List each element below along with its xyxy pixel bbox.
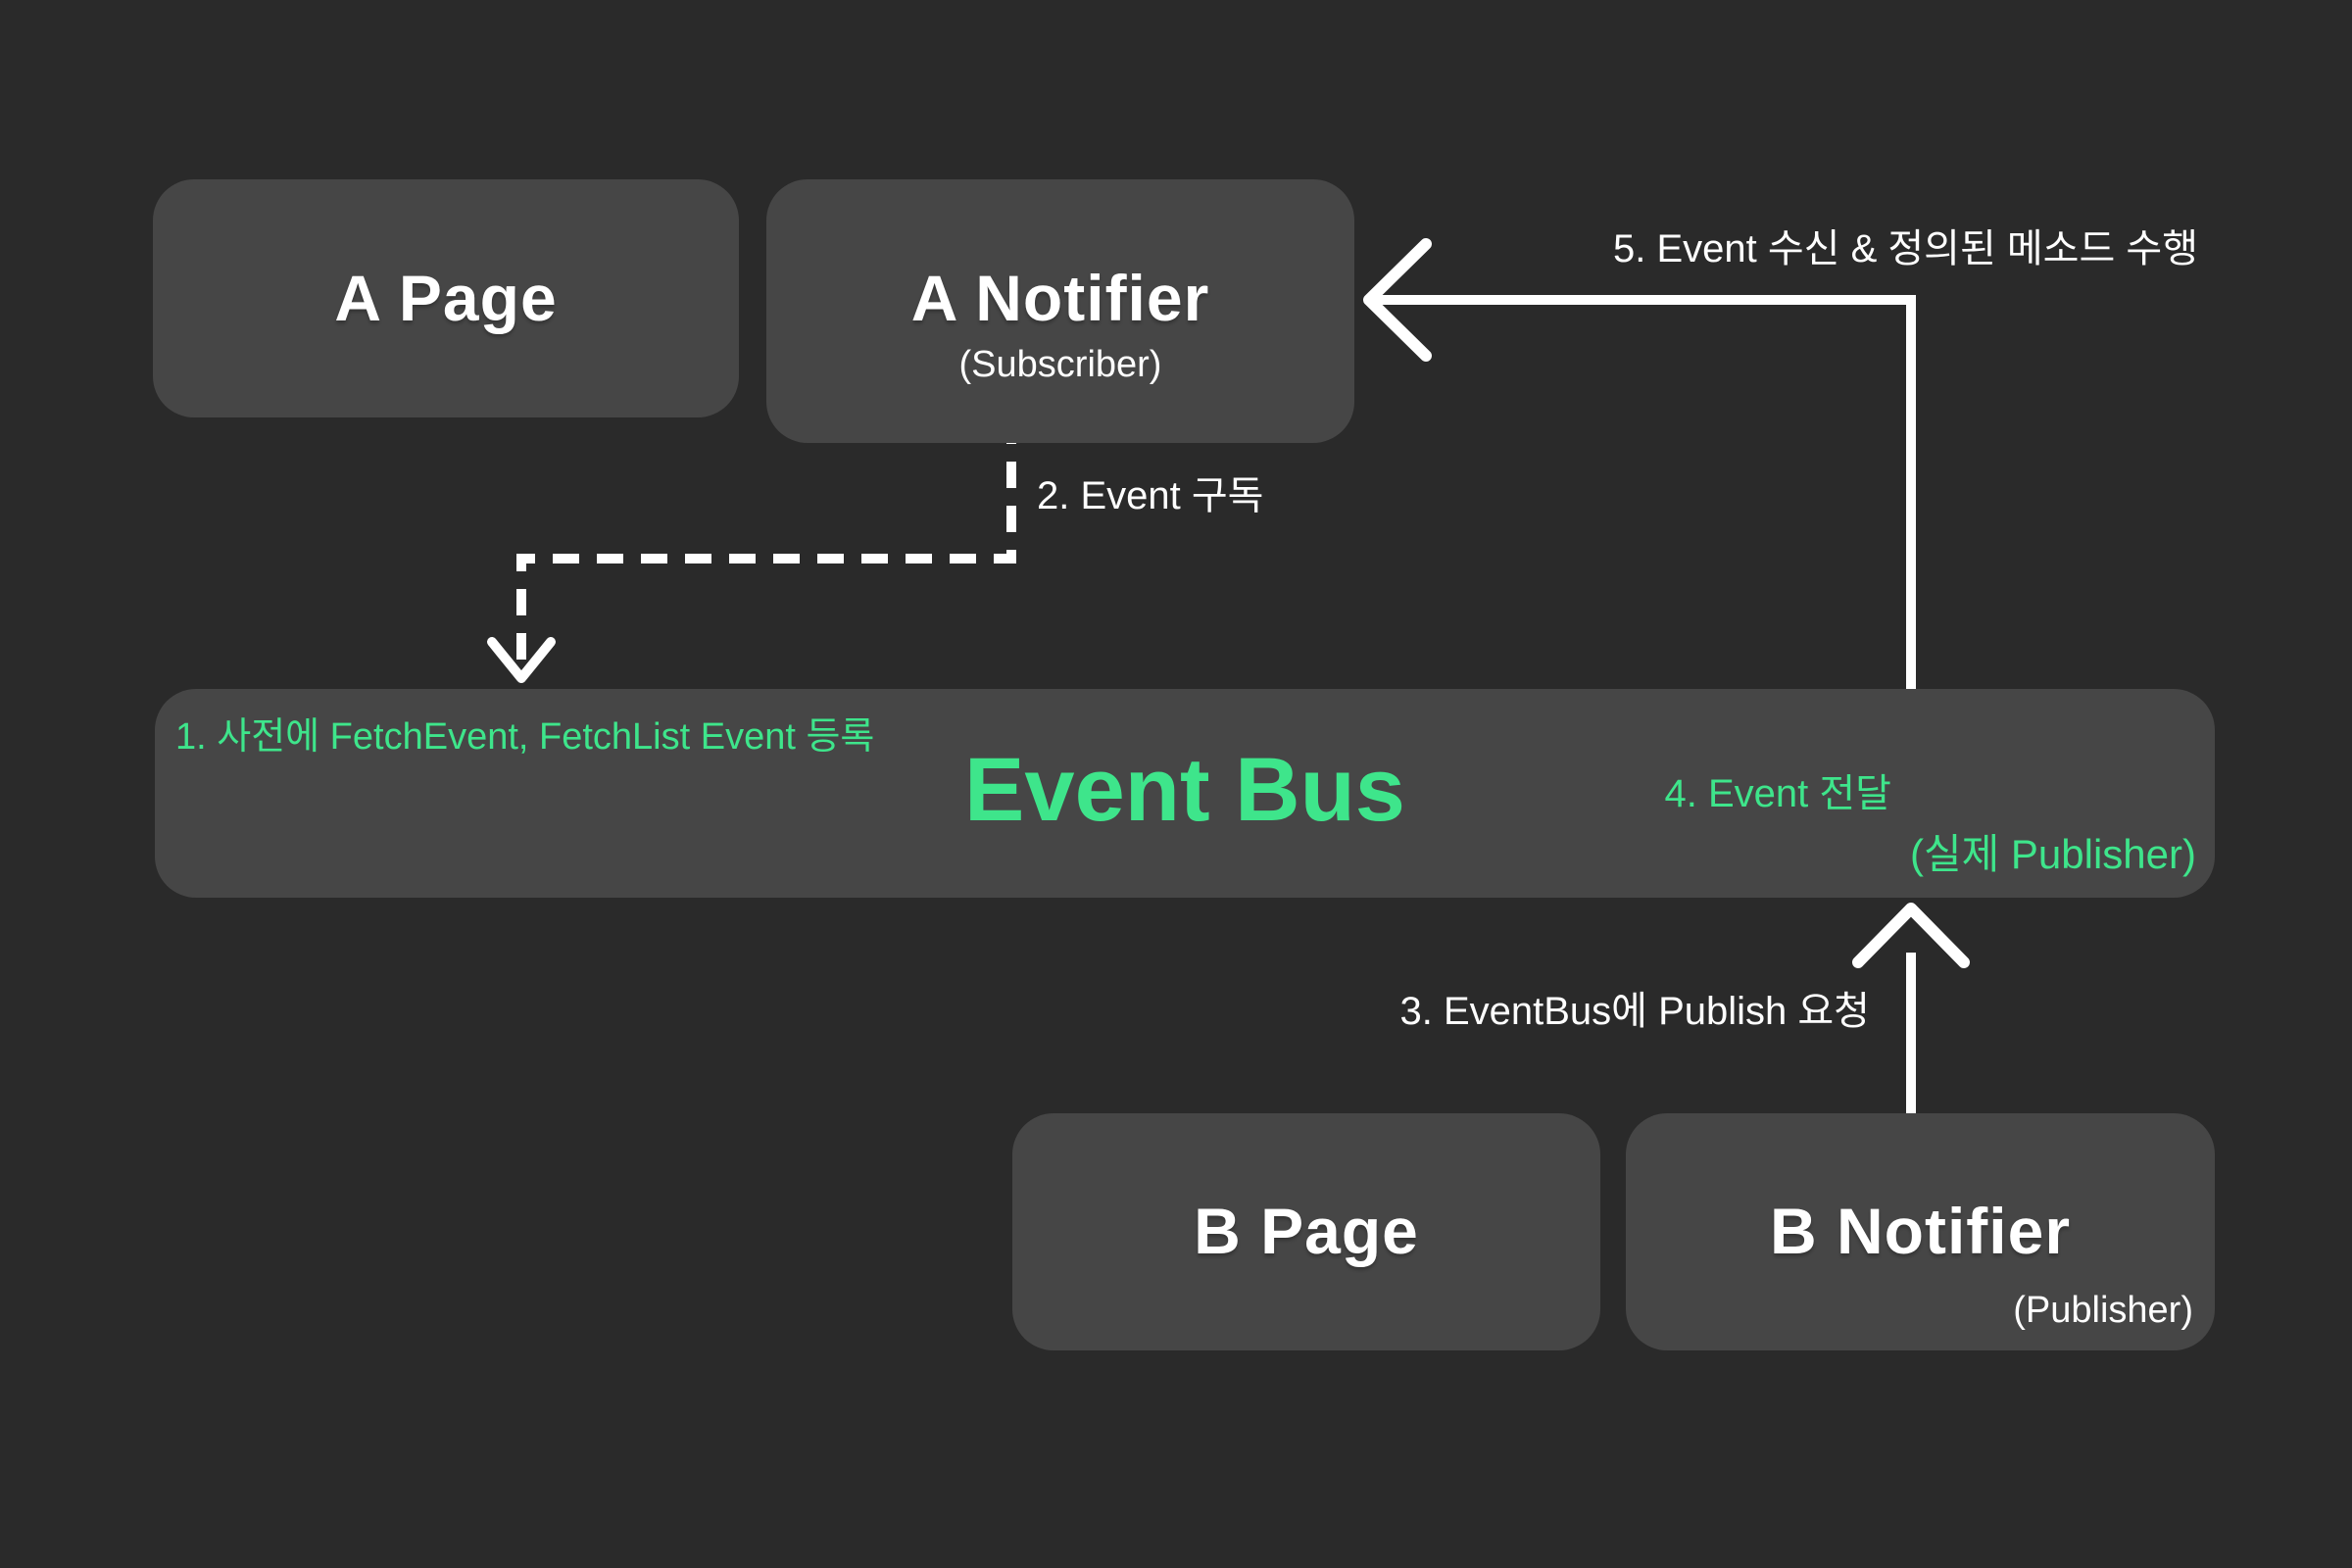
step2-arrowhead-icon — [487, 637, 556, 683]
b-page-box: B Page — [1012, 1113, 1600, 1350]
step2-dashed-line — [516, 417, 1016, 666]
a-page-box: A Page — [153, 179, 739, 417]
event-bus-note-register: 1. 사전에 FetchEvent, FetchList Event 등록 — [175, 716, 875, 758]
label-step3: 3. EventBus에 Publish 요청 — [1399, 990, 1870, 1033]
b-notifier-title: B Notifier — [1770, 1195, 2071, 1268]
b-notifier-subtitle: (Publisher) — [2013, 1290, 2193, 1331]
event-bus-note-actual-publisher: (실제 Publisher) — [1909, 831, 2196, 877]
a-notifier-title: A Notifier — [910, 261, 1210, 334]
b-page-title: B Page — [1194, 1195, 1419, 1268]
event-bus-note-deliver: 4. Event 전달 — [1664, 772, 1891, 815]
a-page-title: A Page — [334, 261, 558, 334]
event-bus-box — [155, 689, 2215, 898]
step5-arrowhead-icon — [1363, 238, 1432, 362]
label-step2: 2. Event 구독 — [1037, 474, 1264, 517]
a-notifier-box: A Notifier (Subscriber) — [766, 179, 1354, 443]
b-notifier-box: B Notifier (Publisher) — [1626, 1113, 2215, 1350]
step3-arrowhead-icon — [1852, 903, 1970, 968]
a-notifier-subtitle: (Subscriber) — [958, 344, 1162, 386]
event-bus-title: Event Bus — [964, 740, 1405, 840]
step5-arrow-line — [1371, 295, 1916, 690]
label-step5: 5. Event 수신 & 정의된 메소드 수행 — [1612, 227, 2198, 270]
